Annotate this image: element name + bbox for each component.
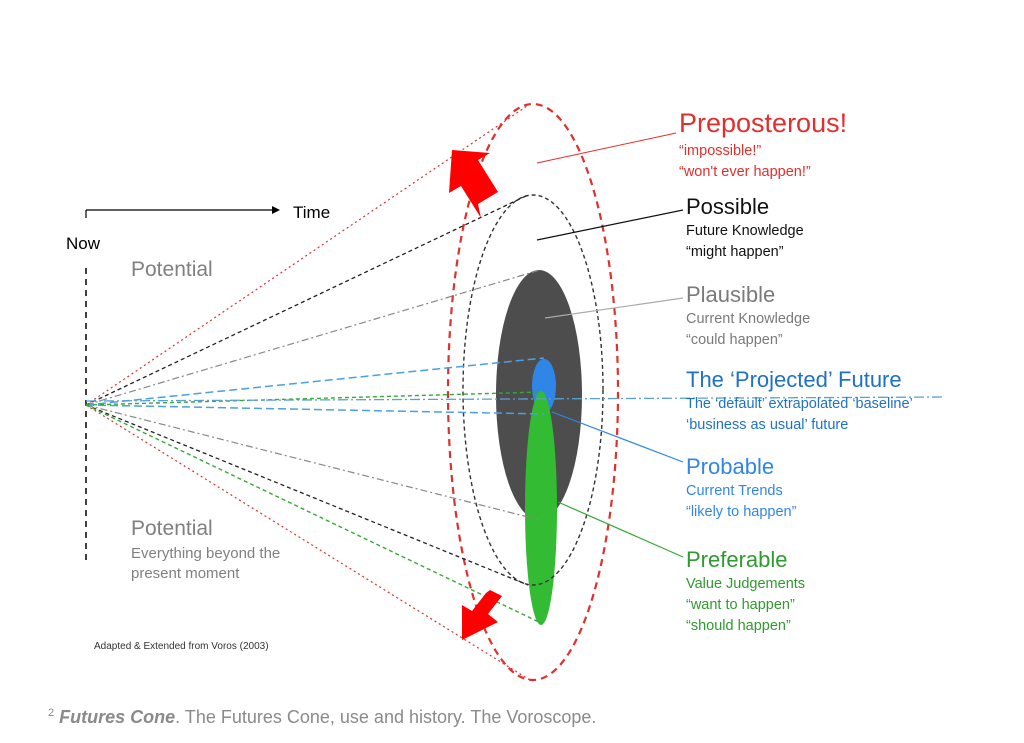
label-probable: Probable Current Trends “likely to happe… — [686, 454, 796, 523]
preferable-line-3: “should happen” — [686, 618, 791, 635]
leader-plausible — [544, 297, 684, 319]
caption-rest: . The Futures Cone, use and history. The… — [175, 707, 597, 727]
leader-preferable — [557, 501, 684, 558]
potential-label-top: Potential — [131, 258, 213, 281]
label-preferable: Preferable Value Judgements “want to hap… — [686, 547, 805, 637]
preferable-ellipse — [525, 391, 557, 625]
probable-title: Probable — [686, 454, 775, 479]
possible-line-2: “might happen” — [686, 244, 784, 261]
expansion-arrow-up — [449, 150, 498, 218]
potential-description: Everything beyond the present moment — [131, 545, 281, 582]
figure-caption: 2 Futures Cone. The Futures Cone, use an… — [48, 707, 596, 728]
preferable-line-2: “want to happen” — [686, 597, 795, 614]
preposterous-title: Preposterous! — [679, 108, 848, 138]
label-preposterous: Preposterous! “impossible!” “won't ever … — [679, 108, 847, 183]
plausible-line-1: Current Knowledge — [686, 311, 811, 328]
possible-ellipse — [462, 194, 604, 586]
preposterous-line-1: “impossible!” — [679, 143, 762, 160]
cone-lines-preposterous — [85, 103, 531, 681]
label-projected: The ‘Projected’ Future The ‘default’ ext… — [686, 367, 913, 436]
now-label: Now — [66, 234, 101, 253]
leader-possible — [536, 209, 684, 241]
label-plausible: Plausible Current Knowledge “could happe… — [686, 282, 810, 351]
projected-title: The ‘Projected’ Future — [686, 367, 902, 392]
cone-lines-preferable — [85, 391, 542, 624]
expansion-arrow-down — [462, 590, 502, 640]
caption-bold: Futures Cone — [59, 707, 176, 727]
leader-preposterous — [536, 132, 677, 164]
possible-line-1: Future Knowledge — [686, 223, 804, 240]
caption-number: 2 — [48, 707, 55, 719]
projected-extension-line — [85, 396, 946, 402]
probable-line-1: Current Trends — [686, 483, 783, 500]
preferable-line-1: Value Judgements — [686, 576, 806, 593]
possible-title: Possible — [686, 194, 770, 219]
probable-line-2: “likely to happen” — [686, 504, 797, 521]
attribution-text: Adapted & Extended from Voros (2003) — [94, 641, 269, 652]
leader-probable — [551, 411, 684, 463]
projected-line-1: The ‘default’ extrapolated ‘baseline’ — [686, 396, 913, 413]
projected-line-2: ‘business as usual’ future — [686, 417, 849, 434]
cone-lines-projected — [85, 357, 545, 415]
time-arrow-head — [272, 206, 280, 214]
preferable-title: Preferable — [686, 547, 788, 572]
plausible-title: Plausible — [686, 282, 776, 307]
label-possible: Possible Future Knowledge “might happen” — [686, 194, 804, 263]
cone-lines-possible — [85, 194, 529, 586]
plausible-line-2: “could happen” — [686, 332, 783, 349]
potential-label-bottom: Potential — [131, 517, 213, 540]
time-label: Time — [293, 203, 331, 222]
preposterous-line-2: “won't ever happen!” — [679, 164, 811, 181]
preposterous-ellipse — [446, 102, 620, 682]
cone-lines-plausible — [85, 269, 541, 521]
